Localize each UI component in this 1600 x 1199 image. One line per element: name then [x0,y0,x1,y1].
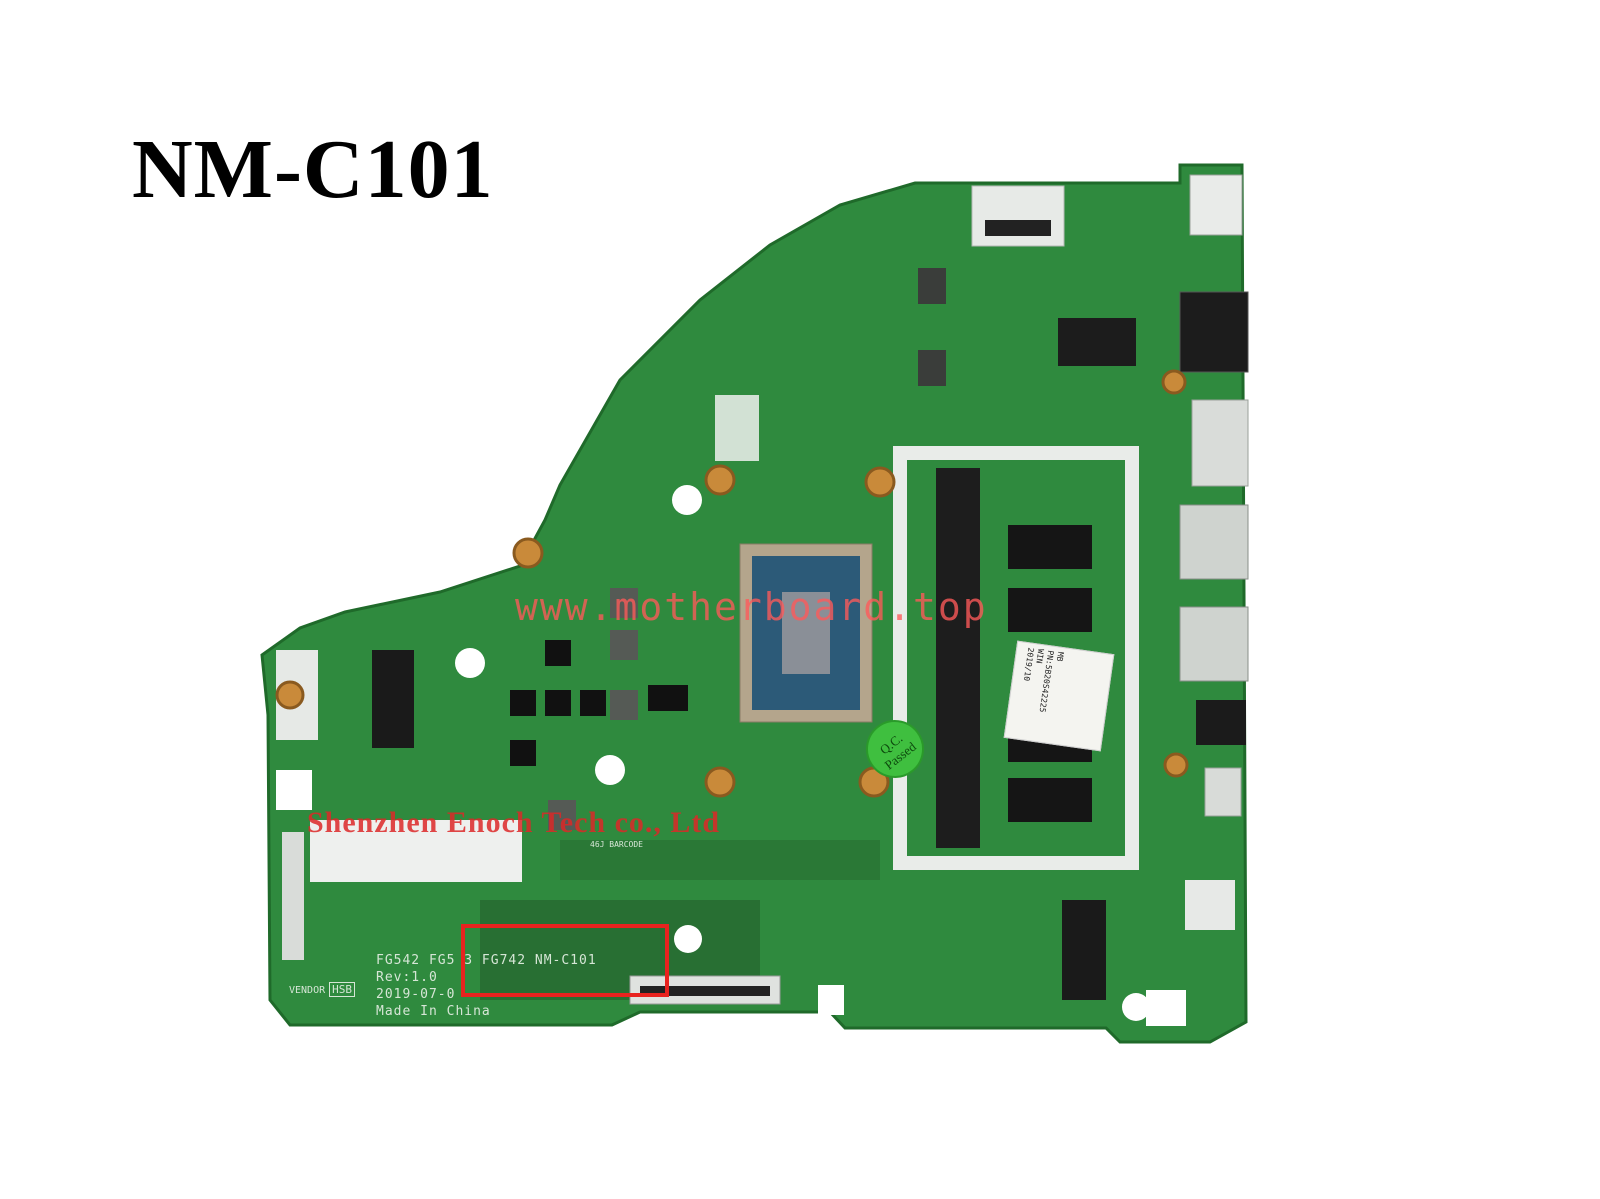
pcb-dark-region [560,840,880,880]
ic-chip [918,350,946,386]
lan-chip [1058,318,1136,366]
mosfet [510,690,536,716]
audio-jack [1196,700,1246,745]
through-hole [674,925,702,953]
m2-slot-bottom [1062,900,1106,1000]
usb-a-port-1 [1179,504,1249,580]
choke [548,800,576,830]
mosfet [510,740,536,766]
barcode-area [282,832,304,960]
mosfet [648,685,688,711]
through-hole [455,648,485,678]
rev-line: Rev:1.0 [376,970,438,985]
corner-cutout [1146,990,1186,1026]
dc-jack [1189,174,1243,236]
mosfet [580,690,606,716]
mosfet [545,640,571,666]
origin-line: Made In China [376,1004,491,1019]
choke [610,690,638,720]
usb-a-port-2 [1179,606,1249,682]
screw-hole [275,680,305,710]
ram-chip [1008,525,1092,569]
choke [610,588,638,618]
top-connector [971,185,1065,247]
vendor-code: HSB [329,982,355,997]
mount-hole [704,766,736,798]
page-title: NM-C101 [132,123,494,216]
barcode-silkscreen: 46J BARCODE [590,840,643,849]
ram-chip [1008,588,1092,632]
ram-label-text: MB PN:5B20S42225 WIN 2019/10 [1013,647,1065,742]
ram-chip [1008,778,1092,822]
mount-hole [704,464,736,496]
mac-sticker [310,820,522,882]
bottom-connector-slot [640,986,770,996]
through-hole [1122,993,1150,1021]
top-connector-slot [985,220,1051,236]
header-pins [715,395,759,461]
vendor-label: VENDOR [289,985,326,996]
date-line: 2019-07-0 [376,987,456,1002]
usb-c-port [1191,399,1249,487]
cpu-die [782,592,830,674]
through-hole [672,485,702,515]
choke [610,630,638,660]
mount-hole [512,537,544,569]
ram-frame [893,446,1139,870]
model-highlight-box [461,924,669,997]
through-hole [595,755,625,785]
screw-hole [1163,752,1189,778]
model-line: FG542 FG5 3 FG742 NM-C101 [376,953,597,968]
ram-part-label: MB PN:5B20S42225 WIN 2019/10 [1003,640,1115,752]
corner-cutout [276,770,312,810]
m2-slot [372,650,414,748]
sd-port [1204,767,1242,817]
screw-hole [1161,369,1187,395]
corner-cutout [818,985,844,1015]
ram-slot [936,468,980,848]
ethernet-port [1179,291,1249,373]
ic-chip [918,268,946,304]
right-bracket [1185,880,1235,930]
mosfet [545,690,571,716]
mount-hole [864,466,896,498]
board-silkscreen: FG542 FG5 3 FG742 NM-C101 Rev:1.0 2019-0… [376,952,597,1020]
